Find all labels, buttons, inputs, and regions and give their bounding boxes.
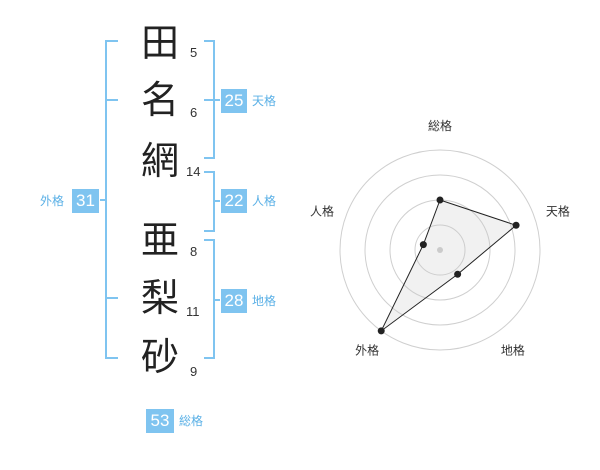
radar-center xyxy=(437,247,443,253)
radar-point-2 xyxy=(512,221,520,229)
stroke-count-3: 14 xyxy=(186,164,201,179)
gaikaku-value-badge: 31 xyxy=(72,189,99,213)
radar-series-line xyxy=(380,199,518,332)
stroke-count-1: 5 xyxy=(190,45,198,60)
jinkaku-label: 人格 xyxy=(252,194,277,208)
stroke-count-2: 6 xyxy=(190,105,198,120)
radar-ring xyxy=(339,149,541,351)
radar-point-4 xyxy=(377,327,385,335)
radar-axis-label-2: 天格 xyxy=(546,204,570,219)
chikaku-label: 地格 xyxy=(252,294,277,308)
soukaku-value-badge: 53 xyxy=(146,409,174,433)
radar-axis-label-5: 人格 xyxy=(310,204,334,219)
radar-axis-label-3: 地格 xyxy=(501,342,525,357)
stroke-count-4: 8 xyxy=(190,244,198,259)
tenkaku-label: 天格 xyxy=(252,94,277,108)
bracket-lines xyxy=(100,40,220,359)
soukaku-label: 総格 xyxy=(179,414,204,428)
radar-point-3 xyxy=(454,270,462,278)
radar-axis-label-1: 総格 xyxy=(428,118,452,133)
name-char-6: 砂 xyxy=(140,335,179,379)
gaikaku-bracket xyxy=(100,40,118,359)
chikaku-bracket xyxy=(204,239,220,359)
name-char-4: 亜 xyxy=(140,218,179,262)
jinkaku-bracket xyxy=(204,171,220,232)
radar-axis-label-4: 外格 xyxy=(355,342,379,357)
chikaku-value-badge: 28 xyxy=(221,289,247,313)
gaikaku-label: 外格 xyxy=(40,194,65,208)
radar-point-1 xyxy=(436,196,444,204)
jinkaku-value-badge: 22 xyxy=(221,189,247,213)
tenkaku-bracket xyxy=(204,40,220,101)
name-char-3: 網 xyxy=(140,139,179,183)
name-char-5: 梨 xyxy=(140,276,179,320)
stroke-count-5: 11 xyxy=(186,304,200,319)
name-char-2: 名 xyxy=(140,78,179,122)
stroke-count-6: 9 xyxy=(190,364,198,379)
tenkaku-bracket-lower xyxy=(204,100,215,159)
radar-point-5 xyxy=(419,241,427,249)
tenkaku-value-badge: 25 xyxy=(221,89,247,113)
name-char-1: 田 xyxy=(140,21,179,65)
radar-ring xyxy=(364,174,516,326)
radar-ring xyxy=(414,224,466,276)
